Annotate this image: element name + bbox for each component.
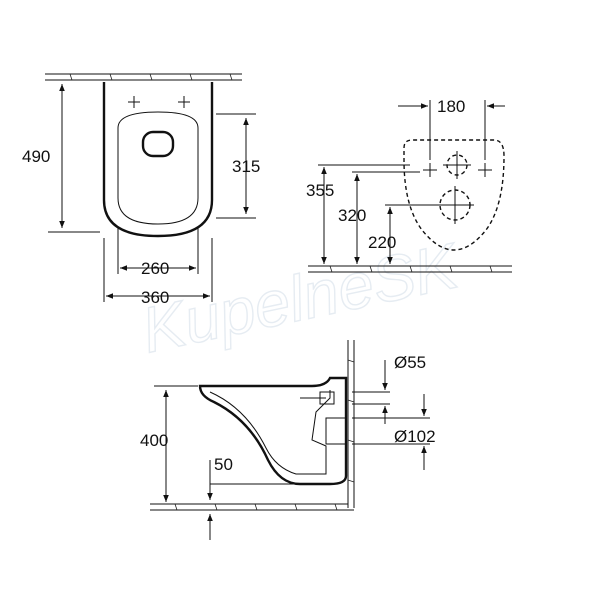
outlet-pipe xyxy=(325,417,347,445)
dim-inlet-diameter: Ø55 xyxy=(394,353,426,372)
side-view-bowl-profile xyxy=(198,376,348,486)
top-view-wall xyxy=(45,73,242,81)
dim-overall-length: 490 xyxy=(22,147,50,166)
dim-height-mid: 320 xyxy=(338,206,366,225)
dim-seat-length: 315 xyxy=(232,157,260,176)
dim-outer-width: 360 xyxy=(141,288,169,307)
bolt-mark-icon xyxy=(423,163,492,177)
dim-inner-width: 260 xyxy=(141,259,169,278)
top-view-seat-inner xyxy=(117,111,199,225)
wall-view-bowl-silhouette xyxy=(403,139,505,251)
side-view-floor xyxy=(150,503,354,511)
side-view: 400 50 Ø55 Ø102 xyxy=(140,340,436,540)
side-view-wall xyxy=(347,340,355,508)
top-view: 490 315 260 360 xyxy=(22,73,260,307)
top-view-bowl-outline xyxy=(102,82,214,238)
wall-view: 180 355 320 220 xyxy=(306,97,512,273)
watermark-text: KupelneSK xyxy=(135,229,466,367)
dim-height-upper: 355 xyxy=(306,181,334,200)
dim-side-height: 400 xyxy=(140,431,168,450)
dim-height-low: 220 xyxy=(368,233,396,252)
inlet-pipe xyxy=(319,391,335,405)
dim-offset: 50 xyxy=(214,455,233,474)
wall-view-floor xyxy=(308,265,512,273)
top-view-rinse-opening xyxy=(141,130,175,158)
dim-hole-spacing: 180 xyxy=(437,97,465,116)
dim-outlet-diameter: Ø102 xyxy=(394,427,436,446)
fixing-mark-icon xyxy=(128,96,190,108)
